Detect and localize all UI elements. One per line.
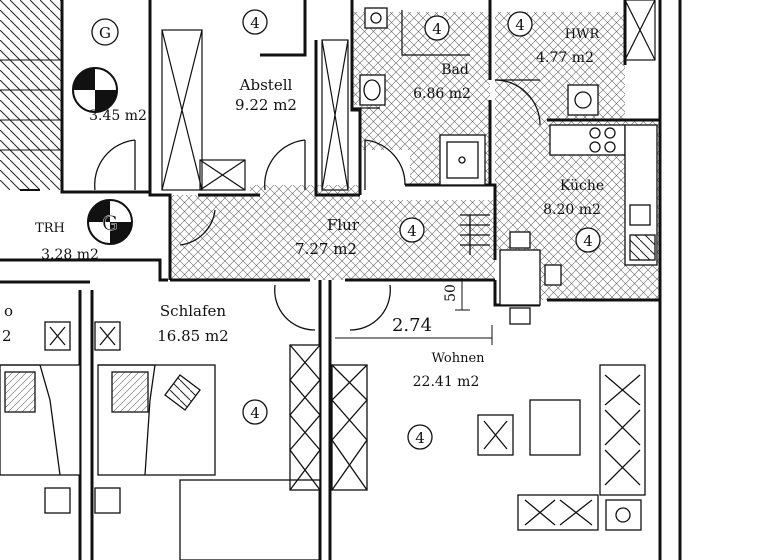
thin-walls [161,0,656,191]
room-stair-area: 3.45 m2 [89,108,147,124]
room-trh-name: TRH [35,221,65,236]
svg-text:G: G [102,211,118,235]
svg-text:4: 4 [415,429,425,447]
room-left-area: 2 [2,327,12,345]
dimension-height: 50 [443,284,459,302]
bath-fixtures [359,7,486,186]
hazard-circle-icon [72,67,118,113]
floor-symbol-markers: 4 4 4 4 4 4 4 [242,9,601,450]
svg-text:G: G [99,24,111,42]
beds [0,321,321,560]
room-bad-area: 6.86 m2 [413,86,471,102]
room-trh-area: 3.28 m2 [41,247,99,263]
svg-text:4: 4 [250,404,260,422]
g-marker-top: G [91,18,119,46]
staircase [0,0,62,191]
room-wohnen-area: 22.41 m2 [413,374,480,390]
svg-text:4: 4 [583,232,593,250]
wardrobe-units [289,344,368,491]
hazard-circle-icon-g: G [87,199,133,245]
svg-text:4: 4 [432,20,442,38]
room-hwr-name: HWR [565,27,601,42]
room-labels: Abstell 9.22 m2 Bad 6.86 m2 HWR 4.77 m2 … [2,27,604,390]
svg-text:4: 4 [250,14,260,32]
room-kueche-name: Küche [560,178,604,194]
svg-text:4: 4 [515,16,525,34]
room-kueche-area: 8.20 m2 [543,202,601,218]
room-abstell-name: Abstell [239,76,293,94]
room-schlafen-name: Schlafen [160,302,227,320]
dimension-width: 2.74 [392,315,432,336]
room-hwr-area: 4.77 m2 [536,50,594,66]
room-wohnen-name: Wohnen [431,351,485,366]
room-flur-area: 7.27 m2 [295,240,357,258]
room-flur-name: Flur [327,216,360,234]
dimension-lines [335,278,493,345]
kitchen-counter [549,84,658,266]
door-swings [94,79,541,331]
room-schlafen-area: 16.85 m2 [157,327,228,345]
living-furniture [477,364,646,531]
room-bad-name: Bad [441,62,469,78]
svg-text:4: 4 [407,222,417,240]
room-abstell-area: 9.22 m2 [235,96,297,114]
room-left-name: o [4,302,13,320]
dining-table [460,214,562,325]
